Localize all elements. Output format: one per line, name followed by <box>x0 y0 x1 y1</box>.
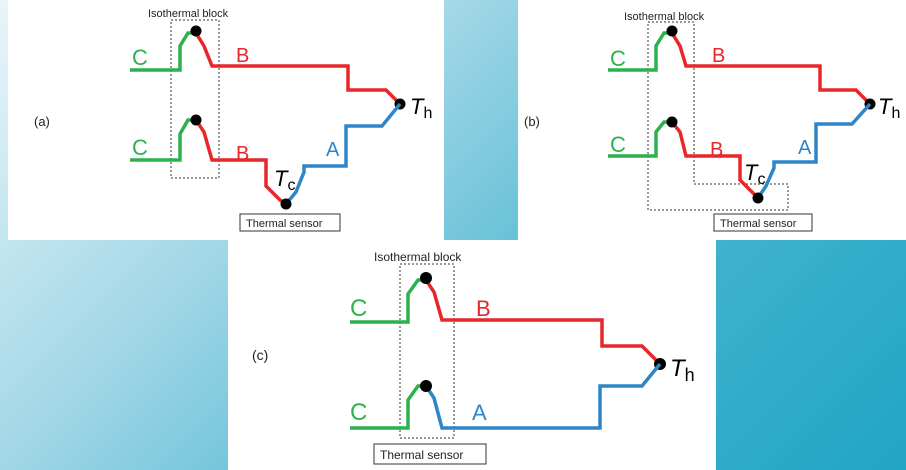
wire-b-top <box>670 32 872 106</box>
t-cold-label: Tc <box>744 160 765 188</box>
wire-c-top <box>608 31 672 72</box>
isothermal-block-label: Isothermal block <box>148 8 229 20</box>
wire-a-bottom <box>424 362 662 430</box>
wire-b-label-top: B <box>236 45 249 67</box>
junction-top <box>420 272 432 284</box>
wire-c-top <box>130 31 196 72</box>
wire-b-label-top: B <box>712 45 725 67</box>
wire-a-bottom <box>284 102 402 206</box>
panel-tag-b: (b) <box>524 114 540 129</box>
junction-bottom <box>190 114 202 126</box>
junction-cold <box>752 192 764 204</box>
wire-b-bottom <box>670 120 760 200</box>
wire-c-label-bottom: C <box>350 399 367 426</box>
panel-b-svg: Isothermal block C B Th C B A Tc Thermal… <box>524 11 900 232</box>
diagram-panel-b: Isothermal block C B Th C B A Tc Thermal… <box>518 0 906 240</box>
isothermal-block-box <box>647 21 789 211</box>
wire-a-bottom <box>756 102 872 199</box>
wire-b-label-bottom: B <box>710 139 723 161</box>
junction-bottom <box>666 116 678 128</box>
wire-a-label: A <box>798 137 812 159</box>
t-cold-label: Tc <box>274 166 295 194</box>
wire-a-label: A <box>326 139 340 161</box>
junction-top <box>666 25 678 37</box>
isothermal-block-label: Isothermal block <box>624 11 705 23</box>
thermal-sensor-label: Thermal sensor <box>246 218 323 230</box>
junction-bottom <box>420 380 432 392</box>
wire-b-top <box>194 32 402 106</box>
panel-a-svg: Isothermal block C B Th C B A Tc Thermal… <box>34 8 432 232</box>
thermal-sensor-box <box>713 213 813 232</box>
wire-c-label-top: C <box>350 295 367 322</box>
panel-tag-c: (c) <box>252 347 268 363</box>
thermal-sensor-box <box>239 213 341 232</box>
junction-top <box>190 25 202 37</box>
t-hot-label: Th <box>878 94 900 122</box>
panel-c-svg: Isothermal block C B Th C A Thermal sens… <box>252 250 695 465</box>
t-hot-label: Th <box>410 94 432 122</box>
wire-b-label-top: B <box>476 296 491 321</box>
panel-tag-a: (a) <box>34 114 50 129</box>
wire-c-label-bottom: C <box>610 132 626 157</box>
wire-b-label-bottom: B <box>236 143 249 165</box>
diagram-panel-a: Isothermal block C B Th C B A Tc Thermal… <box>8 0 444 240</box>
wire-c-label-bottom: C <box>132 135 148 160</box>
wire-c-label-top: C <box>610 46 626 71</box>
t-hot-label: Th <box>670 355 695 385</box>
thermal-sensor-label: Thermal sensor <box>380 448 463 462</box>
isothermal-block-box <box>170 19 220 179</box>
junction-cold <box>280 198 292 210</box>
diagram-panel-c: Isothermal block C B Th C A Thermal sens… <box>228 240 716 470</box>
isothermal-block-label: Isothermal block <box>374 250 462 264</box>
wire-a-label: A <box>472 400 487 425</box>
isothermal-block-box <box>399 263 455 439</box>
thermal-sensor-box <box>373 443 487 465</box>
wire-b-bottom <box>194 119 287 206</box>
thermal-sensor-label: Thermal sensor <box>720 218 797 230</box>
wire-b-top <box>424 279 662 366</box>
wire-c-label-top: C <box>132 45 148 70</box>
